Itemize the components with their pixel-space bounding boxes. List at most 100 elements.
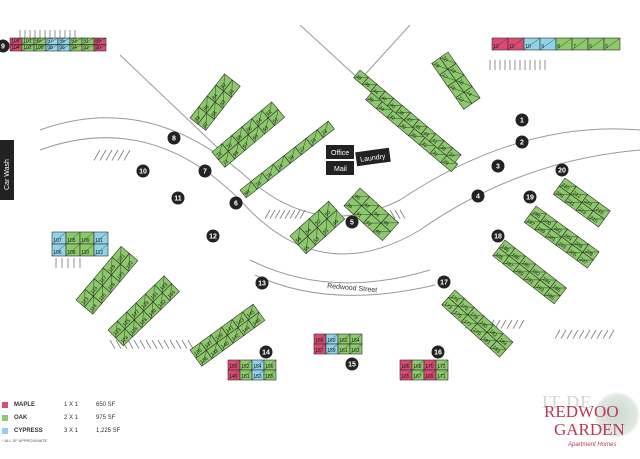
unit-number: 170 xyxy=(425,364,434,370)
unit-divider xyxy=(93,231,109,245)
parking-stripe xyxy=(115,339,122,349)
unit-divider xyxy=(222,335,228,351)
unit-divider xyxy=(570,194,588,195)
parking-stripe xyxy=(111,149,119,161)
unit-number: 193 xyxy=(535,284,545,294)
unit-number: 108 xyxy=(67,250,76,256)
unit-divider xyxy=(337,333,351,345)
unit-divider xyxy=(263,359,277,371)
building-marker-3[interactable] xyxy=(491,159,505,173)
unit-divider xyxy=(387,117,405,120)
unit-divider xyxy=(431,63,448,70)
building-number: 16 xyxy=(434,350,442,357)
unit-divider xyxy=(101,285,103,304)
parking-stripe xyxy=(560,329,567,339)
building-marker-4[interactable] xyxy=(471,189,485,203)
unit-divider xyxy=(582,251,600,253)
brand-tagline: Apartment Homes xyxy=(568,442,617,448)
unit-number: 180 xyxy=(478,320,488,330)
unit-number: 15 xyxy=(448,84,456,92)
unit-number: 46 xyxy=(363,81,371,89)
building-marker-10[interactable] xyxy=(136,164,150,178)
unit-number: 138 xyxy=(210,348,220,358)
unit-divider xyxy=(206,95,208,114)
unit-divider xyxy=(351,196,370,198)
unit-divider xyxy=(141,310,144,328)
unit-divider xyxy=(206,334,212,351)
unit-divider xyxy=(353,214,372,215)
building-marker-1[interactable] xyxy=(515,113,529,127)
unit-number: 47 xyxy=(405,116,413,124)
unit-number: 87 xyxy=(202,121,210,129)
legend-type: 1 X 1 xyxy=(64,401,79,408)
building-marker-17[interactable] xyxy=(437,275,451,289)
parking-stripe xyxy=(127,339,134,349)
unit-divider xyxy=(353,76,369,78)
building-marker-7[interactable] xyxy=(198,164,212,178)
unit-divider xyxy=(84,289,86,308)
unit-divider xyxy=(387,105,403,107)
building-marker-11[interactable] xyxy=(171,191,185,205)
unit-divider xyxy=(603,37,621,51)
unit-divider xyxy=(455,97,472,104)
unit-divider xyxy=(551,228,568,230)
unit-number: 39 xyxy=(345,202,353,210)
unit-number: 150 xyxy=(229,364,238,370)
building-marker-13[interactable] xyxy=(255,276,269,290)
unit-number: 35 xyxy=(409,132,417,140)
parking-stripe xyxy=(602,329,609,339)
unit-number: 11 xyxy=(509,44,514,50)
unit-divider xyxy=(429,140,445,142)
building-marker-19[interactable] xyxy=(523,190,537,204)
building-marker-5[interactable] xyxy=(345,215,359,229)
legend-name: CYPRESS xyxy=(14,427,43,434)
building-marker-16[interactable] xyxy=(431,345,445,359)
building-marker-14[interactable] xyxy=(259,345,273,359)
unit-number: 83 xyxy=(219,99,227,107)
parking-stripe xyxy=(279,209,286,219)
unit-divider xyxy=(533,287,551,289)
unit-number: 97 xyxy=(47,39,53,45)
building-marker-20[interactable] xyxy=(555,163,569,177)
unit-divider xyxy=(239,369,253,381)
unit-number: 69 xyxy=(232,150,240,158)
parking-stripe xyxy=(608,329,615,339)
unit-divider xyxy=(408,135,426,138)
unit-number: 207 xyxy=(578,256,588,266)
unit-divider xyxy=(361,205,380,206)
parking-stripe xyxy=(123,149,131,161)
unit-number: 189 xyxy=(514,268,524,278)
parking-stripe xyxy=(169,339,176,349)
unit-number: 44 xyxy=(372,211,380,219)
building-marker-9[interactable] xyxy=(0,39,10,53)
unit-divider xyxy=(79,231,95,245)
building-marker-6[interactable] xyxy=(229,196,243,210)
unit-number: 90 xyxy=(95,45,101,51)
unit-number: 19 xyxy=(432,61,440,69)
unit-divider xyxy=(576,259,594,261)
building-marker-12[interactable] xyxy=(206,229,220,243)
building-marker-8[interactable] xyxy=(167,131,181,145)
car-wash-label: Car Wash xyxy=(4,159,11,190)
unit-number: 72 xyxy=(215,151,223,159)
unit-number: 198 xyxy=(531,210,541,220)
unit-divider xyxy=(264,117,269,134)
unit-divider xyxy=(81,44,95,52)
unit-number: 71 xyxy=(222,158,230,166)
building-number: 18 xyxy=(494,234,502,241)
unit-divider xyxy=(305,236,308,254)
unit-number: 85 xyxy=(210,110,218,118)
unit-number: 77 xyxy=(299,146,307,154)
unit-divider xyxy=(243,319,249,336)
building-marker-15[interactable] xyxy=(345,357,359,371)
unit-divider xyxy=(268,101,272,118)
building-marker-2[interactable] xyxy=(515,135,529,149)
unit-number: 154 xyxy=(253,364,262,370)
legend-size: 650 SF xyxy=(96,401,116,408)
building-marker-18[interactable] xyxy=(491,229,505,243)
unit-number: 42 xyxy=(380,95,388,103)
parking-stripe xyxy=(264,209,271,219)
building-number: 11 xyxy=(174,196,182,203)
unit-divider xyxy=(435,369,449,381)
